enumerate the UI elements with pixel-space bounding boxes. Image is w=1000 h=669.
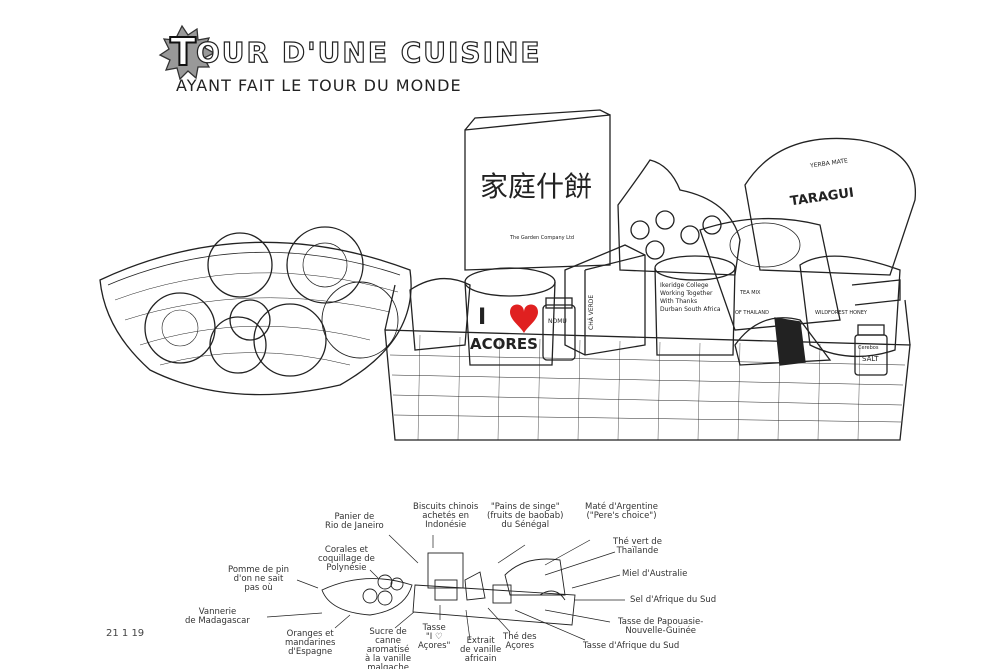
label-miel: Miel d'Australie <box>622 569 688 579</box>
salt-label: SALT <box>862 355 879 363</box>
heart-icon <box>510 304 538 333</box>
label-corales: Corales et coquillage de Polynésie <box>318 545 375 573</box>
label-tasse-acores: Tasse "I ♡ Açores" <box>418 623 451 651</box>
title-star-icon <box>158 24 216 81</box>
label-tasse-sa: Tasse d'Afrique du Sud <box>583 641 680 651</box>
glass <box>409 277 471 351</box>
thai-tea-label: TEA MIX <box>740 290 761 296</box>
label-extrait: Extrait de vanille africain <box>460 636 502 664</box>
label-pains: "Pains de singe" (fruits de baobab) du S… <box>487 502 564 530</box>
vanilla-label: NOMU <box>548 318 567 325</box>
legend-arrows <box>266 534 625 641</box>
biscuit-tin-company: The Garden Company Ltd <box>510 235 575 241</box>
label-sucre: Sucre de canne aromatisé à la vanille ma… <box>365 627 412 669</box>
baobab-bag <box>617 159 741 276</box>
madagascar-basket <box>99 226 412 396</box>
label-the-vert: Thé vert de Thaïlande <box>613 537 662 556</box>
honey-jar <box>799 255 901 358</box>
woven-tray <box>384 284 911 441</box>
thai-of-label: OF THAILAND <box>735 310 770 316</box>
mug-place: ACORES <box>470 335 538 353</box>
label-panier: Panier de Rio de Janeiro <box>325 512 384 531</box>
honey-label: WILDFOREST HONEY <box>815 310 867 316</box>
sa-mug <box>654 255 736 356</box>
label-vannerie: Vannerie de Madagascar <box>185 607 250 626</box>
thai-tea <box>699 217 841 331</box>
page-subtitle: AYANT FAIT LE TOUR DU MONDE <box>176 76 462 95</box>
label-the-acores: Thé des Açores <box>503 632 537 651</box>
mate-bag <box>744 137 917 276</box>
acores-mug <box>464 267 556 366</box>
mug-i: I <box>478 305 487 330</box>
label-pomme: Pomme de pin d'on ne sait pas où <box>228 565 289 593</box>
label-sel: Sel d'Afrique du Sud <box>630 595 717 605</box>
vanilla-bottle <box>542 297 576 361</box>
title-initial: T <box>169 29 197 75</box>
label-tasse-png: Tasse de Papouasie- Nouvelle-Guinée <box>618 617 704 636</box>
biscuit-tin <box>464 109 611 271</box>
legend-sketch <box>321 552 576 626</box>
green-tea-box <box>564 244 646 356</box>
label-biscuits: Biscuits chinois achetés en Indonésie <box>413 502 479 530</box>
label-oranges: Oranges et mandarines d'Espagne <box>285 629 336 657</box>
page-title: OUR D'UNE CUISINE <box>195 35 542 69</box>
biscuit-tin-chars: 家庭什餅 <box>480 170 593 203</box>
salt-brand: Cerebos <box>858 345 879 351</box>
tea-box-label: CHÁ VERDE <box>588 294 595 330</box>
label-mate: Maté d'Argentine ("Pere's choice") <box>585 502 659 521</box>
salt-shaker <box>854 324 888 376</box>
date: 21 1 19 <box>106 628 145 639</box>
